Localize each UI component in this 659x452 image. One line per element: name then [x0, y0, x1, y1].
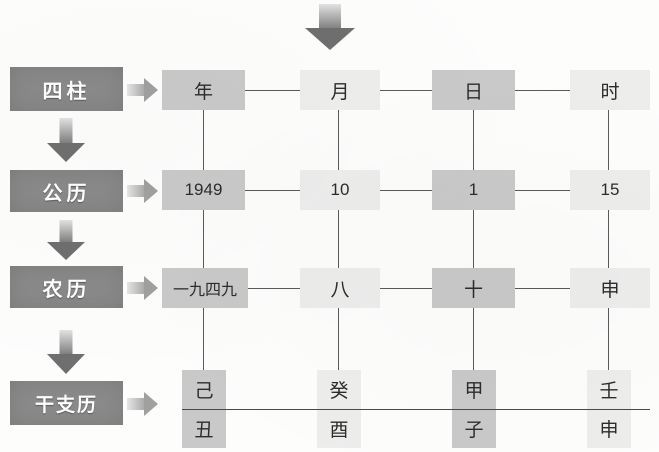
cell-ganzhi-year-stem: 己 [194, 380, 214, 402]
cell-sizhu-day[interactable]: 日 [432, 70, 515, 110]
connector-v-c1-r3r4 [203, 308, 204, 370]
connector-v-c2-r1r2 [338, 110, 339, 170]
row-label-gongli-text: 公历 [42, 180, 91, 205]
connector-v-c4-r2r3 [608, 210, 609, 268]
cell-nongli-month[interactable]: 八 [300, 268, 380, 308]
connector-h-r3-c3 [515, 288, 570, 289]
connector-v-c4-r3r4 [608, 308, 609, 370]
row-arrow-sizhu-icon [127, 78, 158, 102]
connector-v-c2-r2r3 [338, 210, 339, 268]
row-label-ganzhili[interactable]: 干支历 [10, 381, 123, 425]
cell-nongli-month-text: 八 [330, 278, 350, 301]
cell-gongli-hour[interactable]: 15 [570, 170, 650, 210]
connector-h-r1-c1 [245, 90, 300, 91]
cell-ganzhi-year-branch: 丑 [194, 419, 214, 441]
cell-ganzhi-hour-stem: 壬 [599, 380, 619, 402]
cell-nongli-day-text: 十 [463, 278, 483, 301]
connector-v-c4-r1r2 [608, 110, 609, 170]
cell-ganzhi-month-branch: 酉 [329, 419, 349, 441]
cell-gongli-year[interactable]: 1949 [162, 170, 245, 210]
connector-v-c2-r3r4 [338, 308, 339, 370]
cell-sizhu-hour[interactable]: 时 [570, 70, 650, 110]
cell-ganzhi-day-branch: 子 [464, 419, 484, 441]
row-arrow-nongli-icon [127, 276, 158, 300]
row-arrow-ganzhili-icon [127, 392, 158, 416]
row-label-ganzhili-text: 干支历 [34, 393, 98, 416]
cell-gongli-hour-text: 15 [600, 180, 620, 199]
row-arrow-gongli-icon [127, 179, 158, 203]
connector-v-c3-r3r4 [473, 308, 474, 370]
top-down-arrow-icon [305, 4, 355, 50]
row-label-sizhu[interactable]: 四柱 [10, 67, 123, 111]
cell-nongli-year[interactable]: 一九四九 [162, 268, 248, 308]
connector-v-c3-r1r2 [473, 110, 474, 170]
row-label-gongli[interactable]: 公历 [10, 170, 123, 212]
cell-gongli-day-text: 1 [468, 180, 479, 199]
cell-ganzhi-hour-branch: 申 [599, 419, 619, 441]
connector-h-r3-c1 [248, 288, 300, 289]
connector-v-c1-r2r3 [203, 210, 204, 268]
cell-ganzhi-month-stem: 癸 [329, 380, 349, 402]
cell-sizhu-day-text: 日 [463, 80, 483, 103]
cell-gongli-day[interactable]: 1 [432, 170, 515, 210]
connector-h-r1-c3 [515, 90, 570, 91]
connector-v-c1-r1r2 [203, 110, 204, 170]
connector-h-r1-c2 [380, 90, 435, 91]
cell-sizhu-month[interactable]: 月 [300, 70, 380, 110]
cell-gongli-month-text: 10 [330, 180, 350, 199]
cell-sizhu-month-text: 月 [330, 80, 350, 103]
row-label-nongli-text: 农历 [42, 276, 91, 301]
connector-h-r3-c2 [380, 288, 435, 289]
cell-sizhu-hour-text: 时 [600, 80, 620, 103]
cell-sizhu-year[interactable]: 年 [162, 70, 245, 110]
label-flow-arrow-2-icon [47, 220, 85, 260]
cell-sizhu-year-text: 年 [193, 80, 213, 103]
cell-gongli-year-text: 1949 [184, 180, 223, 199]
cell-nongli-hour-text: 申 [600, 278, 620, 301]
cell-nongli-year-text: 一九四九 [172, 280, 237, 299]
row-label-sizhu-text: 四柱 [42, 78, 91, 103]
label-flow-arrow-1-icon [47, 118, 85, 162]
row-label-nongli[interactable]: 农历 [10, 266, 123, 308]
cell-gongli-month[interactable]: 10 [300, 170, 380, 210]
cell-nongli-day[interactable]: 十 [432, 268, 515, 308]
cell-ganzhi-day-stem: 甲 [464, 380, 484, 402]
connector-h-r2-c3 [515, 190, 570, 191]
connector-h-r2-c2 [380, 190, 435, 191]
connector-v-c3-r2r3 [473, 210, 474, 268]
label-flow-arrow-3-icon [47, 330, 85, 374]
ganzhi-divider-line [182, 409, 650, 410]
cell-nongli-hour[interactable]: 申 [570, 268, 650, 308]
connector-h-r2-c1 [245, 190, 300, 191]
